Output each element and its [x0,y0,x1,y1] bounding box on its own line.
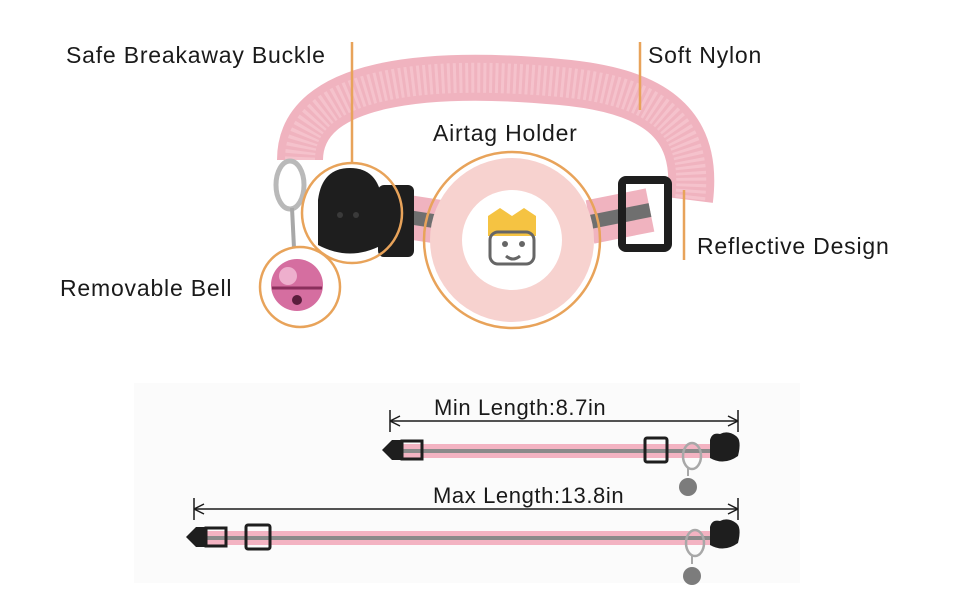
airtag-holder-icon [430,158,594,322]
bell-icon [271,207,323,311]
reflective-callout-label: Reflective Design [697,233,890,259]
bell-callout-label: Removable Bell [60,275,233,301]
collar-product-photo [271,54,715,322]
min-length-arrow [389,410,739,432]
max-length-label: Max Length:13.8in [433,483,625,508]
nylon-callout-label: Soft Nylon [648,42,763,68]
callout-markers [258,42,686,330]
breakaway-buckle [318,168,414,257]
long-collar [186,519,740,585]
airtag-callout-circle [422,150,602,330]
short-collar [382,432,740,496]
adjuster-slider [618,176,672,252]
min-length-label: Min Length:8.7in [434,395,607,420]
d-ring-icon [273,158,307,212]
buckle-callout-label: Safe Breakaway Buckle [66,42,326,68]
max-length-arrow [193,498,739,520]
buckle-callout-circle [300,161,404,265]
bell-callout-circle [258,245,342,329]
airtag-callout-label: Airtag Holder [433,120,578,146]
